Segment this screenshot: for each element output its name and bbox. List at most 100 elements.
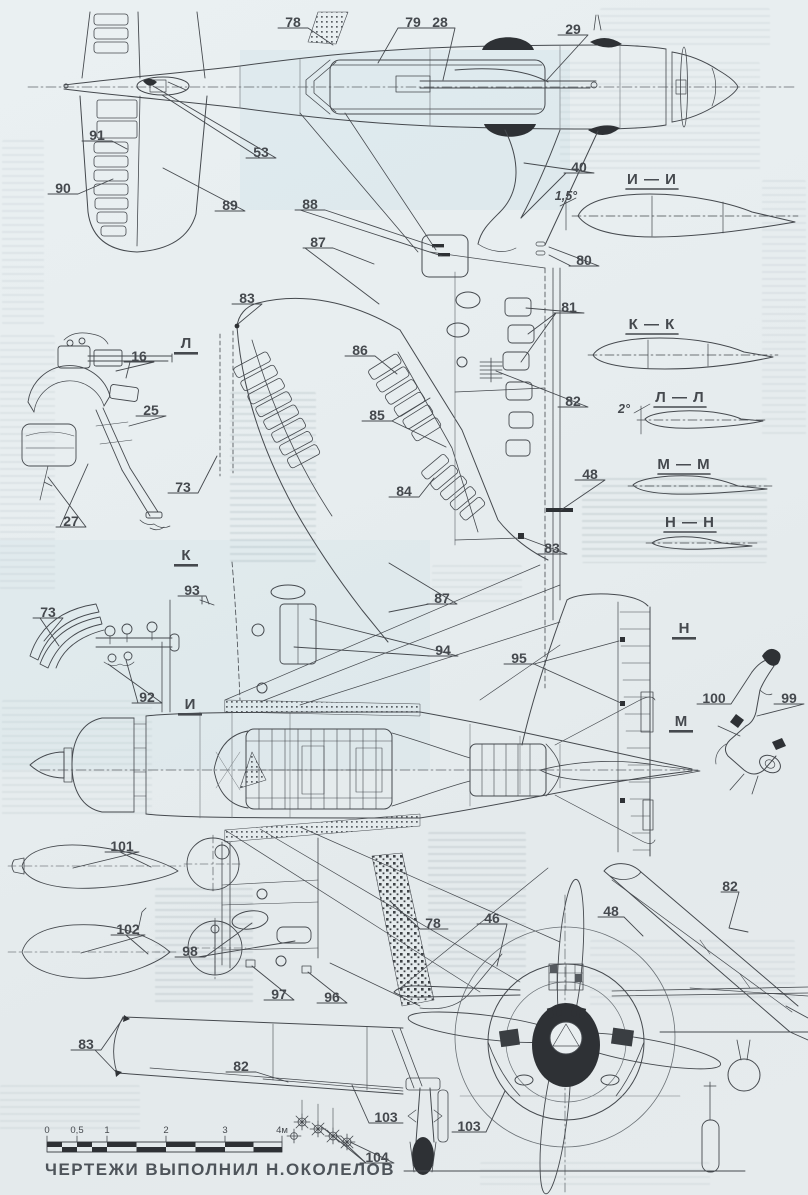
scale-tick-label: 4м [276,1125,288,1136]
callout-leader-82 [225,1071,289,1083]
callout-leader-101 [119,851,152,868]
callout-16: 16 [131,348,147,364]
callout-48: 48 [603,903,619,919]
callout-86: 86 [352,342,368,358]
callout-leader-85 [391,420,447,448]
callout-27: 27 [63,513,79,529]
callout-leader-46 [476,923,508,967]
callout-97: 97 [271,986,287,1002]
callout-leader-92 [125,659,139,704]
cut-mark-bar [178,713,202,716]
callout-leader-82 [495,370,589,408]
callout-101: 101 [110,838,134,854]
scale-bar [46,1135,283,1153]
callout-94: 94 [435,642,451,658]
callout-29: 29 [565,21,581,37]
callout-leader-86 [344,355,398,375]
top-view [27,11,796,256]
angle-note: 2° [617,402,631,416]
callout-leader-98 [197,940,296,958]
callout-87: 87 [310,234,326,250]
callout-96: 96 [324,989,340,1005]
callout-89: 89 [222,197,238,213]
callout-leader-81 [527,312,557,335]
callout-leader-87 [388,562,458,605]
callout-leader-82 [720,891,749,933]
callout-leader-48 [597,916,644,937]
callout-leader-94 [309,618,459,657]
callout-leader-81 [520,312,557,363]
callout-leader-93 [177,595,210,605]
callout-leader-83 [94,1049,117,1073]
callout-78: 78 [285,14,301,30]
callout-88: 88 [302,196,318,212]
callout-leader-104 [321,1126,367,1164]
cut-mark-К: К [181,547,191,564]
callout-leader-83 [523,537,568,555]
callout-leader-103 [351,1084,404,1124]
cut-mark-Л: Л [181,335,192,352]
airfoil-sections [559,193,799,550]
callout-leader-27 [59,463,89,528]
callout-28: 28 [432,14,448,30]
callout-95: 95 [511,650,527,666]
callout-48: 48 [582,466,598,482]
cut-mark-bar [174,352,198,355]
callout-87: 87 [434,590,450,606]
callout-leader-87 [388,603,430,613]
callout-83: 83 [78,1036,94,1052]
callout-leader-91 [81,140,128,150]
cut-mark-bar [672,637,696,640]
callout-leader-104 [349,1141,395,1164]
callout-90: 90 [55,180,71,196]
cut-mark-М: М [675,713,688,730]
callout-leader-83 [70,1016,125,1051]
callout-25: 25 [143,402,159,418]
callout-leader-40 [520,172,567,219]
callout-leader-80 [548,254,572,267]
callout-leader-73 [39,617,60,647]
callout-leader-101 [72,851,140,869]
callout-leader-102 [125,934,149,955]
bottom-plan-view [29,561,701,1010]
callout-leader-88 [299,209,443,257]
callout-leader-80 [548,246,600,267]
callout-leader-87 [304,247,380,305]
landing-gear [391,1027,449,1175]
callout-104: 104 [365,1149,389,1165]
callout-leader-25 [128,415,167,427]
callout-leader-73 [167,455,218,494]
callout-leader-48 [560,479,606,511]
bomb-details [7,834,247,981]
callout-leader-83 [231,303,263,325]
front-view [113,863,808,1195]
callout-84: 84 [396,483,412,499]
bomb-rack-cluster [286,1099,356,1151]
callout-leader-87 [302,247,375,265]
callout-103: 103 [374,1109,398,1125]
callout-40: 40 [571,159,587,175]
callout-83: 83 [544,540,560,556]
callout-100: 100 [702,690,726,706]
callout-73: 73 [175,479,191,495]
cut-mark-И: И [185,696,196,713]
callout-leader-78 [277,27,334,46]
scale-tick-label: 0 [44,1125,49,1136]
callout-leader-53 [152,85,277,159]
gun-mount-detail [21,332,173,531]
cut-mark-bar [669,730,693,733]
wing-plan-view [219,234,573,689]
callout-leader-95 [533,663,622,704]
callout-leader-103 [451,1090,506,1133]
callout-82: 82 [233,1058,249,1074]
callout-leader-79 [377,27,429,64]
callout-103: 103 [457,1118,481,1134]
scale-tick-label: 0,5 [70,1125,83,1136]
callout-81: 81 [561,299,577,315]
callout-93: 93 [184,582,200,598]
callout-leader-94 [293,646,431,657]
section-label: К — К [629,316,676,333]
cut-mark-bar [174,564,198,567]
